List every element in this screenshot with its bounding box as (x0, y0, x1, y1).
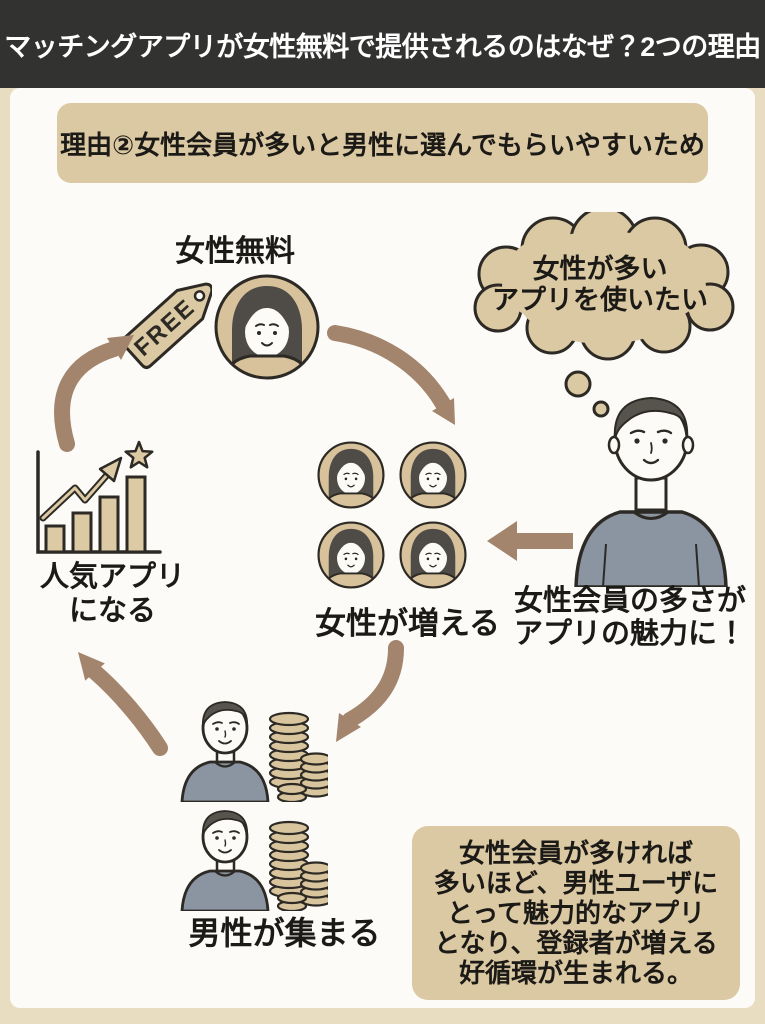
woman-avatar-icon (316, 520, 386, 590)
arrow-down-left-icon (336, 640, 404, 742)
reason-text: 理由②女性会員が多いと男性に選んでもらいやすいため (60, 129, 705, 160)
label-free-for-women: 女性無料 (175, 235, 295, 268)
reason-banner: 理由②女性会員が多いと男性に選んでもらいやすいため (57, 103, 708, 183)
arrow-up-left-icon (78, 652, 168, 756)
arrow-left-icon (487, 521, 573, 561)
woman-avatar-icon (398, 440, 468, 510)
header-banner: マッチングアプリが女性無料で提供されるのはなぜ？2つの理由 (0, 0, 765, 88)
thought-trail-dot (564, 370, 592, 398)
thought-bubble-text: 女性が多い アプリを使いたい (492, 254, 708, 315)
arrow-up-right-icon (54, 335, 134, 452)
woman-avatar-icon (398, 520, 468, 590)
man-illustration-icon (574, 396, 728, 587)
woman-avatar-icon (212, 272, 322, 382)
summary-box: 女性会員が多ければ 多いほど、男性ユーザに とって魅力的なアプリ となり、登録者… (412, 826, 740, 1000)
woman-avatar-icon (316, 440, 386, 510)
growth-chart-icon (36, 440, 162, 554)
man-with-coins-icon (180, 701, 328, 802)
label-men-gather: 男性が集まる (188, 915, 381, 951)
label-popular-app: 人気アプリ になる (39, 561, 185, 627)
arrow-down-right-icon (327, 325, 455, 425)
thought-bubble-icon (473, 212, 735, 418)
coin-stack-icon (268, 711, 328, 802)
coin-stack-icon (268, 820, 328, 911)
label-women-increase: 女性が増える (314, 606, 501, 641)
man-with-coins-icon (180, 810, 328, 911)
man-caption: 女性会員の多さが アプリの魅力に！ (513, 585, 746, 650)
free-tag-icon: FREE (121, 282, 214, 369)
thought-trail-dot (592, 400, 610, 418)
page-title: マッチングアプリが女性無料で提供されるのはなぜ？2つの理由 (4, 31, 761, 62)
star-icon (124, 440, 154, 469)
